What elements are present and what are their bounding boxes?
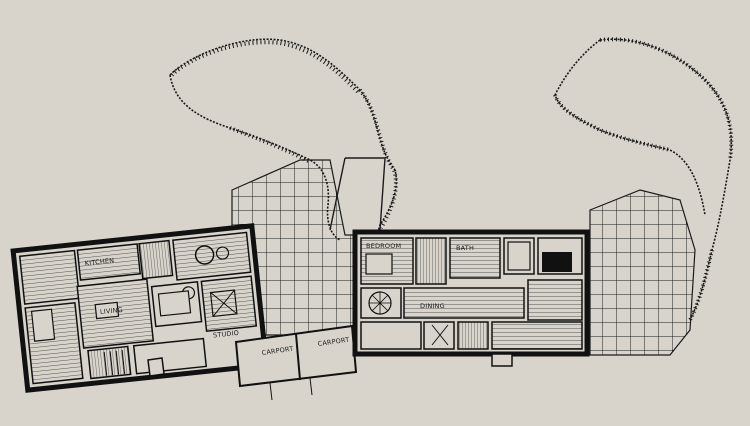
label-bedroom: BEDROOM — [366, 242, 401, 250]
paving-right — [589, 189, 696, 356]
room-c — [172, 231, 252, 281]
carport-block: CARPORT CARPORT — [234, 324, 358, 401]
label-living: LIVING — [100, 306, 124, 316]
label-kitchen: KITCHEN — [84, 256, 114, 267]
label-dining: DINING — [420, 302, 445, 310]
entry-steps — [147, 353, 513, 377]
room-f — [403, 287, 525, 319]
right-house: BEDROOM BATH DINING — [352, 229, 590, 357]
tree-canopy-right — [553, 37, 734, 321]
left-house: KITCHEN LIVING STUDIO — [10, 223, 270, 393]
room-e — [449, 237, 501, 279]
label-studio: STUDIO — [213, 329, 240, 340]
label-bath: BATH — [456, 244, 474, 252]
room-a — [18, 249, 81, 305]
room-b — [76, 243, 142, 281]
fence-line — [329, 157, 386, 231]
